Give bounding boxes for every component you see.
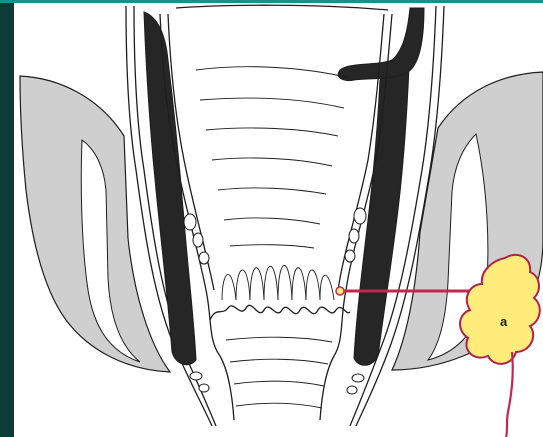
- lumen-top-edge: [176, 5, 388, 10]
- lower-canal-line-3: [234, 381, 324, 386]
- lumen-fold-1: [196, 67, 350, 78]
- lower-canal-line-1: [226, 337, 332, 342]
- lumen-fold-6: [224, 218, 320, 224]
- internal-opening-dot: [336, 287, 344, 295]
- left-muscle-band: [144, 12, 196, 365]
- abscess-label: a: [500, 315, 507, 328]
- abscess-drain-tract: [506, 352, 513, 437]
- lumen-fold-2: [200, 98, 344, 108]
- lower-canal-line-4: [236, 403, 322, 408]
- lumen-fold-7: [230, 245, 314, 248]
- lumen-fold-4: [212, 158, 332, 166]
- lumen-fold-5: [218, 188, 326, 194]
- dentate-line: [210, 305, 350, 320]
- anal-columns: [222, 266, 334, 301]
- lumen-fold-3: [206, 128, 338, 136]
- lower-canal-line-2: [230, 359, 328, 364]
- right-muscle-band: [354, 40, 410, 365]
